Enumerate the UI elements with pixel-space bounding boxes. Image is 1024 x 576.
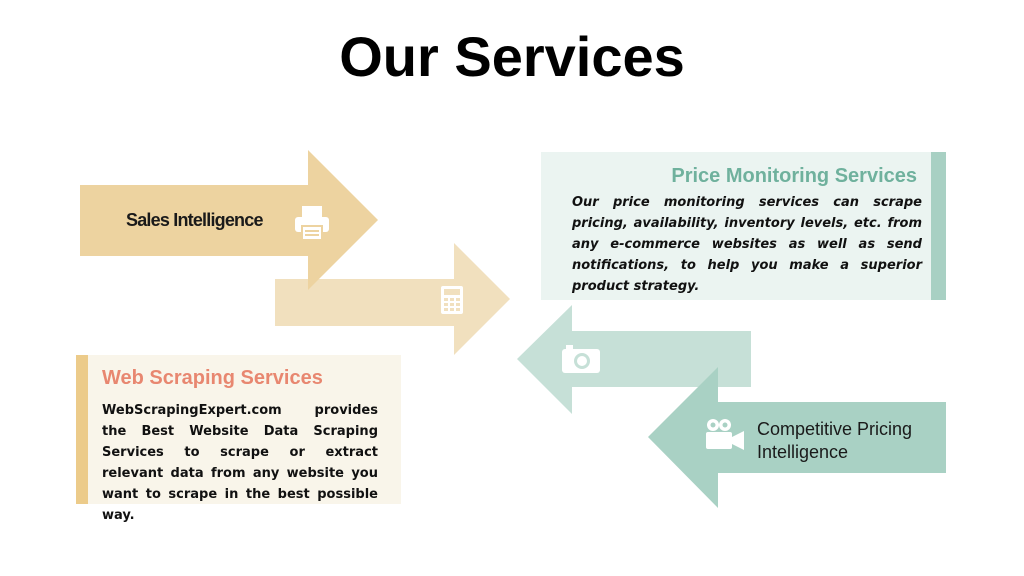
competitive-pricing-arrow: [648, 367, 946, 508]
web-scraping-description: WebScrapingExpert.com provides the Best …: [102, 403, 378, 523]
calculator-arrow: [275, 243, 510, 355]
web-scraping-accent-bar: [76, 355, 88, 504]
price-monitoring-heading: Price Monitoring Services: [671, 165, 917, 187]
video-camera-icon: [703, 417, 745, 456]
camera-icon: [562, 345, 600, 378]
price-monitoring-box: Price Monitoring Services Our price moni…: [541, 152, 946, 300]
price-monitoring-description: Our price monitoring services can scrape…: [572, 195, 922, 294]
printer-icon: [293, 204, 331, 247]
price-monitoring-accent-bar: [931, 152, 946, 300]
calculator-icon: [441, 286, 463, 319]
sales-intelligence-label: Sales Intelligence: [126, 210, 263, 230]
web-scraping-box: Web Scraping Services WebScrapingExpert.…: [76, 355, 401, 523]
sales-intelligence-arrow: [80, 150, 378, 290]
web-scraping-heading: Web Scraping Services: [102, 367, 323, 389]
page-title: Our Services: [339, 25, 685, 88]
camera-arrow: [517, 305, 751, 414]
competitive-pricing-label: Competitive Pricing Intelligence: [757, 419, 913, 462]
